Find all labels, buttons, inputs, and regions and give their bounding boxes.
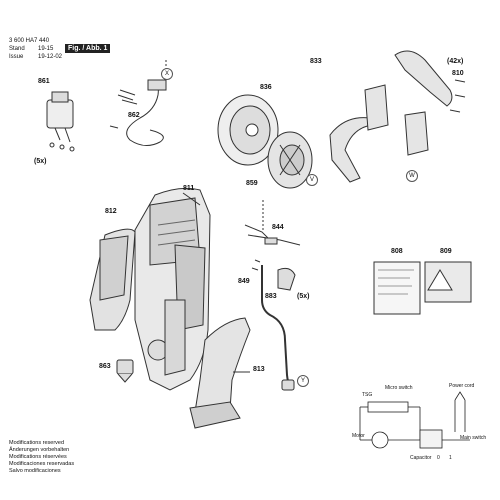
housing-811 xyxy=(134,187,211,391)
part-qty-c: (42x) xyxy=(447,58,464,65)
cover-812 xyxy=(89,228,136,331)
label-micro-switch: Micro switch xyxy=(385,385,413,391)
footer-line: Modifications reserved xyxy=(9,440,65,446)
figure-badge: Fig. / Abb. 1 xyxy=(65,44,111,53)
handle-833 xyxy=(329,50,453,183)
marker-v: V xyxy=(306,174,318,186)
part-813: 813 xyxy=(253,366,265,373)
part-qty-a: (5x) xyxy=(34,158,47,165)
label-capacitor: Capacitor xyxy=(410,455,432,461)
marker-w: W xyxy=(406,170,418,182)
part-861: 861 xyxy=(38,78,50,85)
footer-line: Modifications réservées xyxy=(9,454,67,460)
cable-862 xyxy=(109,79,167,146)
screws-810 xyxy=(449,79,466,113)
label-zero: 0 xyxy=(437,455,440,461)
footer-notes: Modifications reserved Änderungen vorbeh… xyxy=(9,440,74,475)
stand-label: Stand xyxy=(9,46,25,52)
part-863: 863 xyxy=(99,363,111,370)
part-883: 883 xyxy=(265,293,277,300)
issue-value: 19-12-02 xyxy=(38,54,63,60)
part-813 xyxy=(189,317,251,429)
part-808: 808 xyxy=(391,248,403,255)
gun-parts xyxy=(244,200,301,291)
marker-y: Y xyxy=(297,375,309,387)
plug-863 xyxy=(116,359,134,383)
part-833: 833 xyxy=(310,58,322,65)
label-one: 1 xyxy=(449,455,452,461)
part-810: 810 xyxy=(452,70,464,77)
charger-861 xyxy=(46,91,75,152)
part-qty-b: (5x) xyxy=(297,293,310,300)
part-849: 849 xyxy=(238,278,250,285)
circuit-diagram xyxy=(359,391,470,449)
label-motor: Motor xyxy=(352,433,365,439)
part-811: 811 xyxy=(183,185,195,192)
footer-line: Modificaciones reservadas xyxy=(9,461,75,467)
doc-code: 3 600 HA7 440 xyxy=(9,38,50,44)
reel-836 xyxy=(217,94,313,189)
label-power-cord: Power cord xyxy=(449,383,475,389)
hose-849 xyxy=(261,265,295,391)
part-836: 836 xyxy=(260,84,272,91)
footer-line: Änderungen vorbehalten xyxy=(9,447,70,453)
part-862: 862 xyxy=(128,112,140,119)
part-809: 809 xyxy=(440,248,452,255)
part-844: 844 xyxy=(272,224,284,231)
part-859: 859 xyxy=(246,180,258,187)
label-main-switch: Main switch xyxy=(460,435,487,441)
footer-line: Salvo modificaciones xyxy=(9,468,61,474)
marker-x: X xyxy=(161,68,173,80)
issue-label: Issue xyxy=(9,54,24,60)
stand-value: 19-15 xyxy=(38,46,54,52)
label-tsg: TSG xyxy=(362,392,373,398)
part-812: 812 xyxy=(105,208,117,215)
